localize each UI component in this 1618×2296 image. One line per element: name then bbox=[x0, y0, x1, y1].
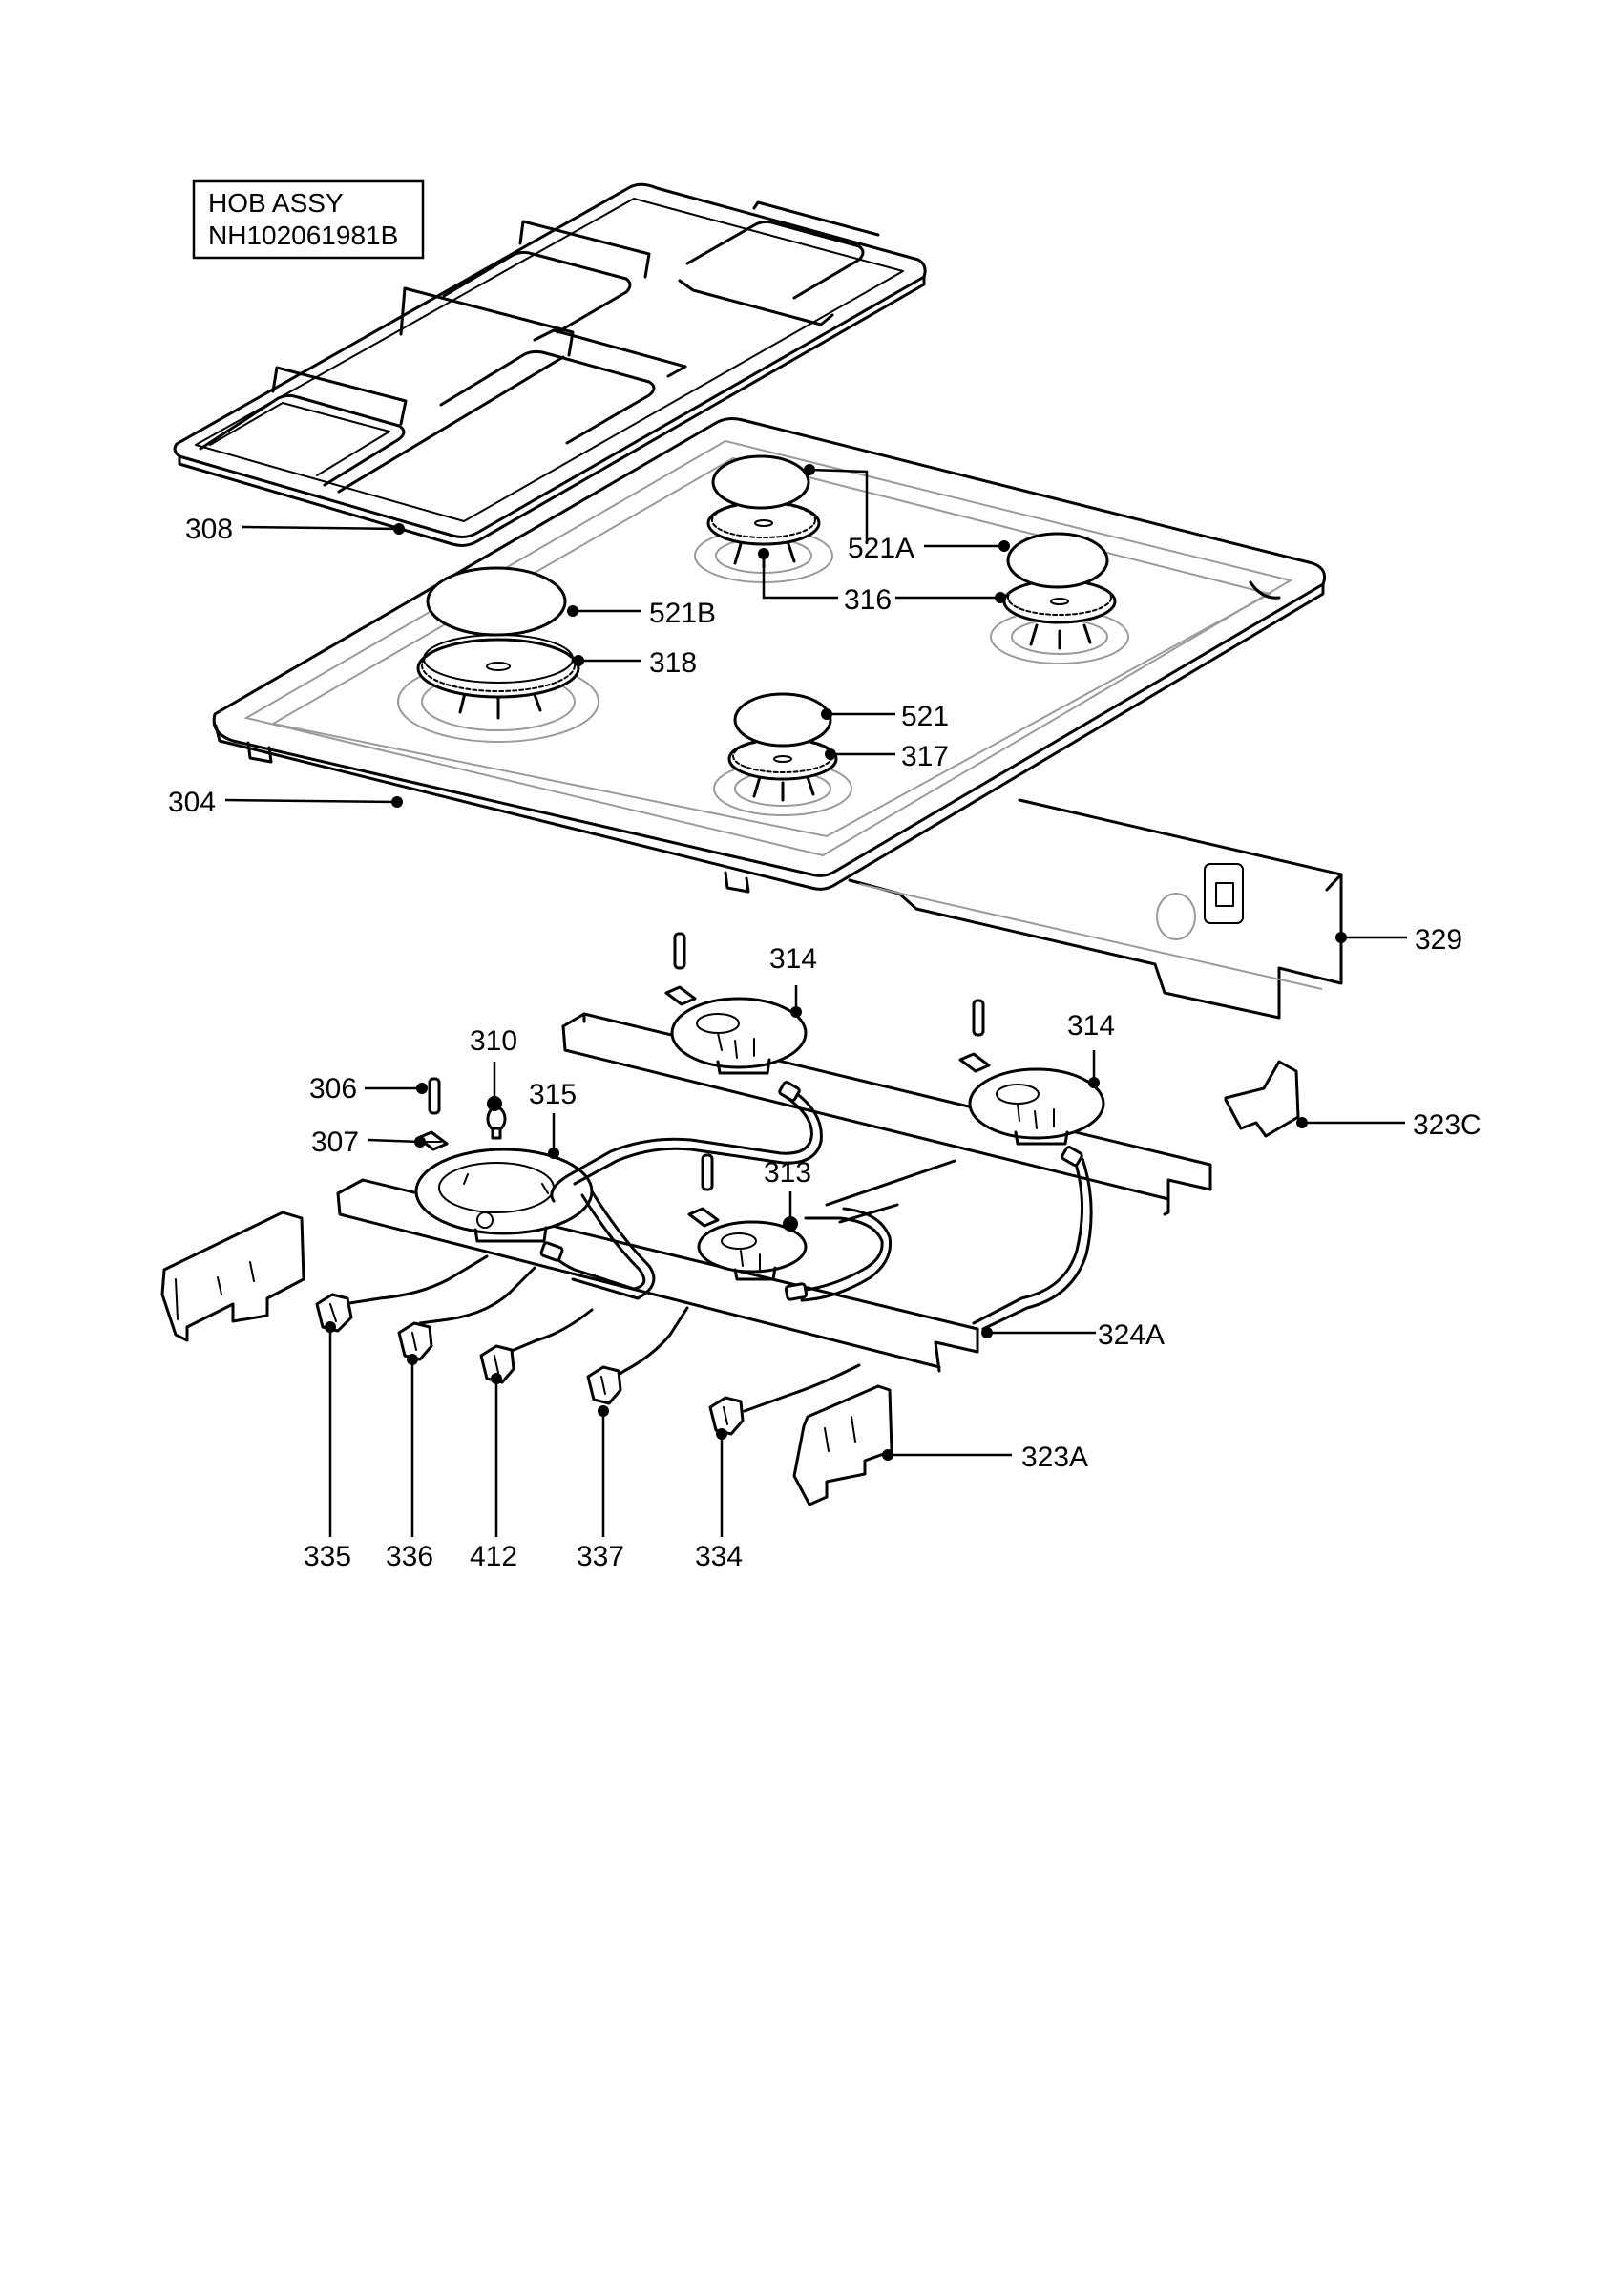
callout-329: 329 bbox=[1415, 924, 1462, 956]
small-burner-front-right bbox=[713, 692, 852, 816]
valve-335 bbox=[315, 1293, 353, 1333]
injector-pin-306 bbox=[428, 1077, 441, 1115]
bracket-323A bbox=[792, 1384, 893, 1506]
callout-306: 306 bbox=[309, 1073, 357, 1105]
callout-308: 308 bbox=[185, 514, 233, 545]
callout-521: 521 bbox=[901, 701, 949, 732]
pan-support-grid bbox=[173, 182, 927, 547]
callout-334: 334 bbox=[695, 1541, 743, 1572]
valve-334 bbox=[708, 1396, 745, 1436]
callout-336: 336 bbox=[386, 1541, 433, 1572]
callout-521B: 521B bbox=[649, 598, 716, 629]
bracket-323C bbox=[1224, 1060, 1300, 1138]
title-block: HOB ASSY NH102061981B bbox=[192, 179, 425, 260]
nozzle-307 bbox=[416, 1130, 449, 1151]
callout-412: 412 bbox=[470, 1541, 517, 1572]
rear-panel bbox=[848, 798, 1343, 1020]
burner-base-314-left bbox=[670, 997, 808, 1075]
burner-base-313-small bbox=[697, 1220, 808, 1281]
callout-304: 304 bbox=[168, 787, 216, 818]
title-line-2: NH102061981B bbox=[208, 221, 398, 250]
callout-307: 307 bbox=[311, 1127, 359, 1158]
valve-336 bbox=[397, 1321, 433, 1361]
callout-323A: 323A bbox=[1021, 1442, 1088, 1473]
leader-lines bbox=[224, 464, 1407, 1537]
gas-pipes bbox=[342, 1081, 1093, 1413]
spark-plug-310 bbox=[486, 1106, 507, 1140]
valve-412 bbox=[479, 1344, 515, 1384]
callout-324A: 324A bbox=[1098, 1319, 1165, 1351]
callout-313: 313 bbox=[764, 1157, 811, 1189]
callout-310: 310 bbox=[470, 1025, 517, 1057]
gas-valves bbox=[315, 1293, 745, 1436]
callout-317: 317 bbox=[901, 741, 949, 772]
callout-315: 315 bbox=[529, 1079, 577, 1110]
callout-316: 316 bbox=[844, 584, 892, 616]
callout-337: 337 bbox=[577, 1541, 624, 1572]
callout-335: 335 bbox=[304, 1541, 351, 1572]
callout-314-left: 314 bbox=[769, 943, 817, 975]
rear-injector-rail bbox=[561, 1012, 1212, 1216]
injector-pin-rear-left bbox=[664, 932, 697, 1006]
title-line-1: HOB ASSY bbox=[208, 188, 344, 218]
callout-labels: 308 521A 316 521B 318 521 317 304 329 31… bbox=[168, 514, 1481, 1572]
medium-burner-rear-right bbox=[990, 532, 1129, 664]
callout-314-right: 314 bbox=[1067, 1010, 1115, 1042]
bracket-left bbox=[160, 1211, 305, 1342]
injector-pin-center bbox=[687, 1153, 720, 1228]
injector-pin-rear-right bbox=[958, 999, 991, 1073]
callout-323C: 323C bbox=[1413, 1109, 1481, 1141]
front-injector-rail bbox=[336, 1178, 979, 1373]
burner-base-314-right bbox=[968, 1067, 1105, 1146]
callout-521A: 521A bbox=[848, 533, 914, 564]
large-burner-front-left bbox=[397, 566, 599, 743]
valve-337 bbox=[586, 1365, 622, 1405]
burner-base-315-large bbox=[414, 1148, 594, 1243]
callout-318: 318 bbox=[649, 647, 697, 679]
